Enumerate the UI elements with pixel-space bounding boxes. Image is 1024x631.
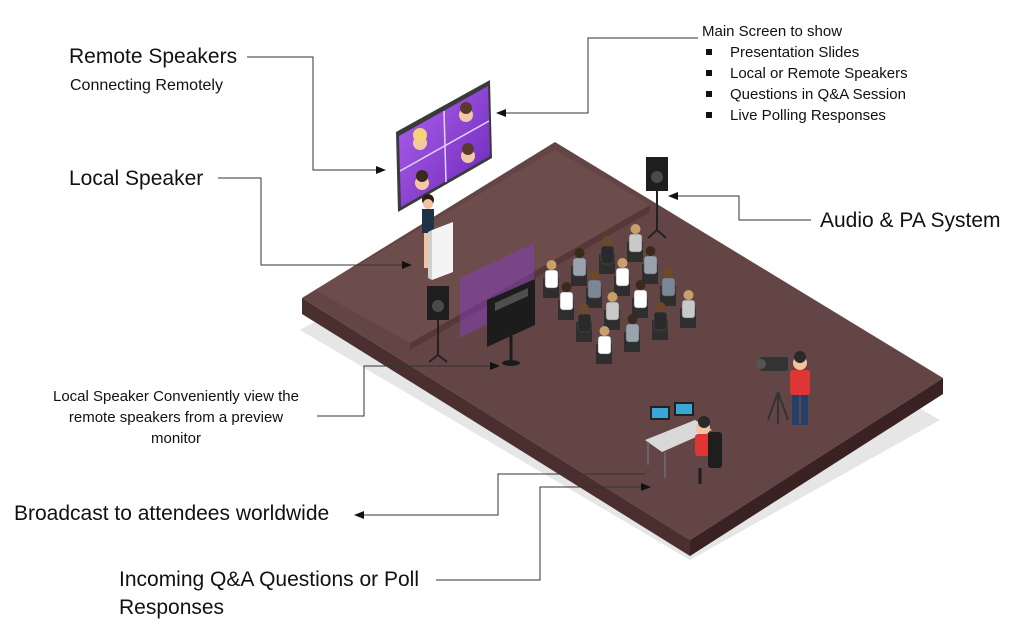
audience-member-head bbox=[683, 290, 694, 300]
audience-member-head bbox=[607, 292, 618, 302]
broadcast-desk bbox=[645, 402, 722, 484]
audience-member-body bbox=[544, 269, 559, 289]
audience-member-head bbox=[663, 268, 674, 278]
main-screen-callout: Main Screen to show Presentation Slides … bbox=[702, 23, 908, 126]
leader-broadcast bbox=[354, 473, 645, 519]
audience-member-head bbox=[635, 280, 646, 290]
audience-member-head bbox=[589, 270, 600, 280]
audience-member-body bbox=[661, 277, 676, 297]
preview-monitor-line: remote speakers from a preview bbox=[68, 409, 284, 426]
audience-member-body bbox=[605, 301, 620, 321]
audience-member-body bbox=[559, 291, 574, 311]
audience-member-head bbox=[617, 258, 628, 268]
audience-member-head bbox=[579, 304, 590, 314]
main-screen-list: Presentation Slides Local or Remote Spea… bbox=[702, 42, 908, 126]
preview-monitor bbox=[487, 279, 535, 366]
audience-member-head bbox=[546, 260, 557, 270]
audience-member-head bbox=[602, 236, 613, 246]
audience-member-head bbox=[645, 246, 656, 256]
remote-speakers-subtitle: Connecting Remotely bbox=[70, 77, 223, 94]
remote-speakers-title: Remote Speakers bbox=[69, 45, 238, 68]
screen-reflection bbox=[460, 243, 534, 338]
audience-member-head bbox=[561, 282, 572, 292]
incoming-qa-label: Incoming Q&A Questions or Poll Responses bbox=[119, 566, 419, 622]
audience bbox=[543, 224, 696, 364]
audience-member-body bbox=[643, 255, 658, 275]
podium-speaker bbox=[422, 194, 453, 280]
main-screen-item: Questions in Q&A Session bbox=[702, 84, 908, 105]
leader-local-speaker bbox=[218, 177, 412, 269]
audience-member-body bbox=[633, 289, 648, 309]
leader-audio-pa bbox=[668, 192, 811, 221]
leader-main-screen bbox=[496, 37, 698, 117]
audience-member-head bbox=[630, 224, 641, 234]
main-screen-item: Live Polling Responses bbox=[702, 105, 908, 126]
leader-incoming-qa bbox=[436, 483, 651, 581]
leader-lines bbox=[218, 37, 811, 581]
incoming-qa-line: Incoming Q&A Questions or Poll bbox=[119, 568, 419, 591]
audience-member-body bbox=[681, 299, 696, 319]
main-screen-item: Presentation Slides bbox=[702, 42, 908, 63]
main-screen bbox=[396, 80, 492, 212]
audience-member-body bbox=[587, 279, 602, 299]
camera-operator bbox=[756, 351, 810, 425]
local-speaker-label: Local Speaker bbox=[69, 167, 204, 190]
audience-member-body bbox=[577, 313, 592, 333]
audience-member-body bbox=[628, 233, 643, 253]
audience-member-head bbox=[655, 302, 666, 312]
main-screen-item: Local or Remote Speakers bbox=[702, 63, 908, 84]
audience-member-body bbox=[653, 311, 668, 331]
audience-member-body bbox=[600, 245, 615, 265]
audience-member-body bbox=[615, 267, 630, 287]
main-screen-title: Main Screen to show bbox=[702, 23, 843, 40]
preview-monitor-line: Local Speaker Conveniently view the bbox=[53, 388, 299, 405]
audience-member-head bbox=[574, 248, 585, 258]
audience-member-body bbox=[625, 323, 640, 343]
incoming-qa-line: Responses bbox=[119, 596, 225, 619]
audio-pa-label: Audio & PA System bbox=[820, 209, 1001, 232]
audience-member-body bbox=[597, 335, 612, 355]
audience-member-body bbox=[572, 257, 587, 277]
leader-remote-speakers bbox=[247, 56, 386, 174]
pa-speaker-left bbox=[427, 286, 449, 363]
preview-monitor-label: Local Speaker Conveniently view the remo… bbox=[38, 386, 314, 449]
pa-speaker-right bbox=[646, 157, 668, 239]
preview-monitor-line: monitor bbox=[150, 430, 202, 447]
broadcast-label: Broadcast to attendees worldwide bbox=[14, 502, 330, 525]
audience-member-head bbox=[599, 326, 610, 336]
audience-member-head bbox=[627, 314, 638, 324]
stage-platform bbox=[302, 142, 943, 556]
leader-preview-monitor bbox=[317, 362, 500, 417]
